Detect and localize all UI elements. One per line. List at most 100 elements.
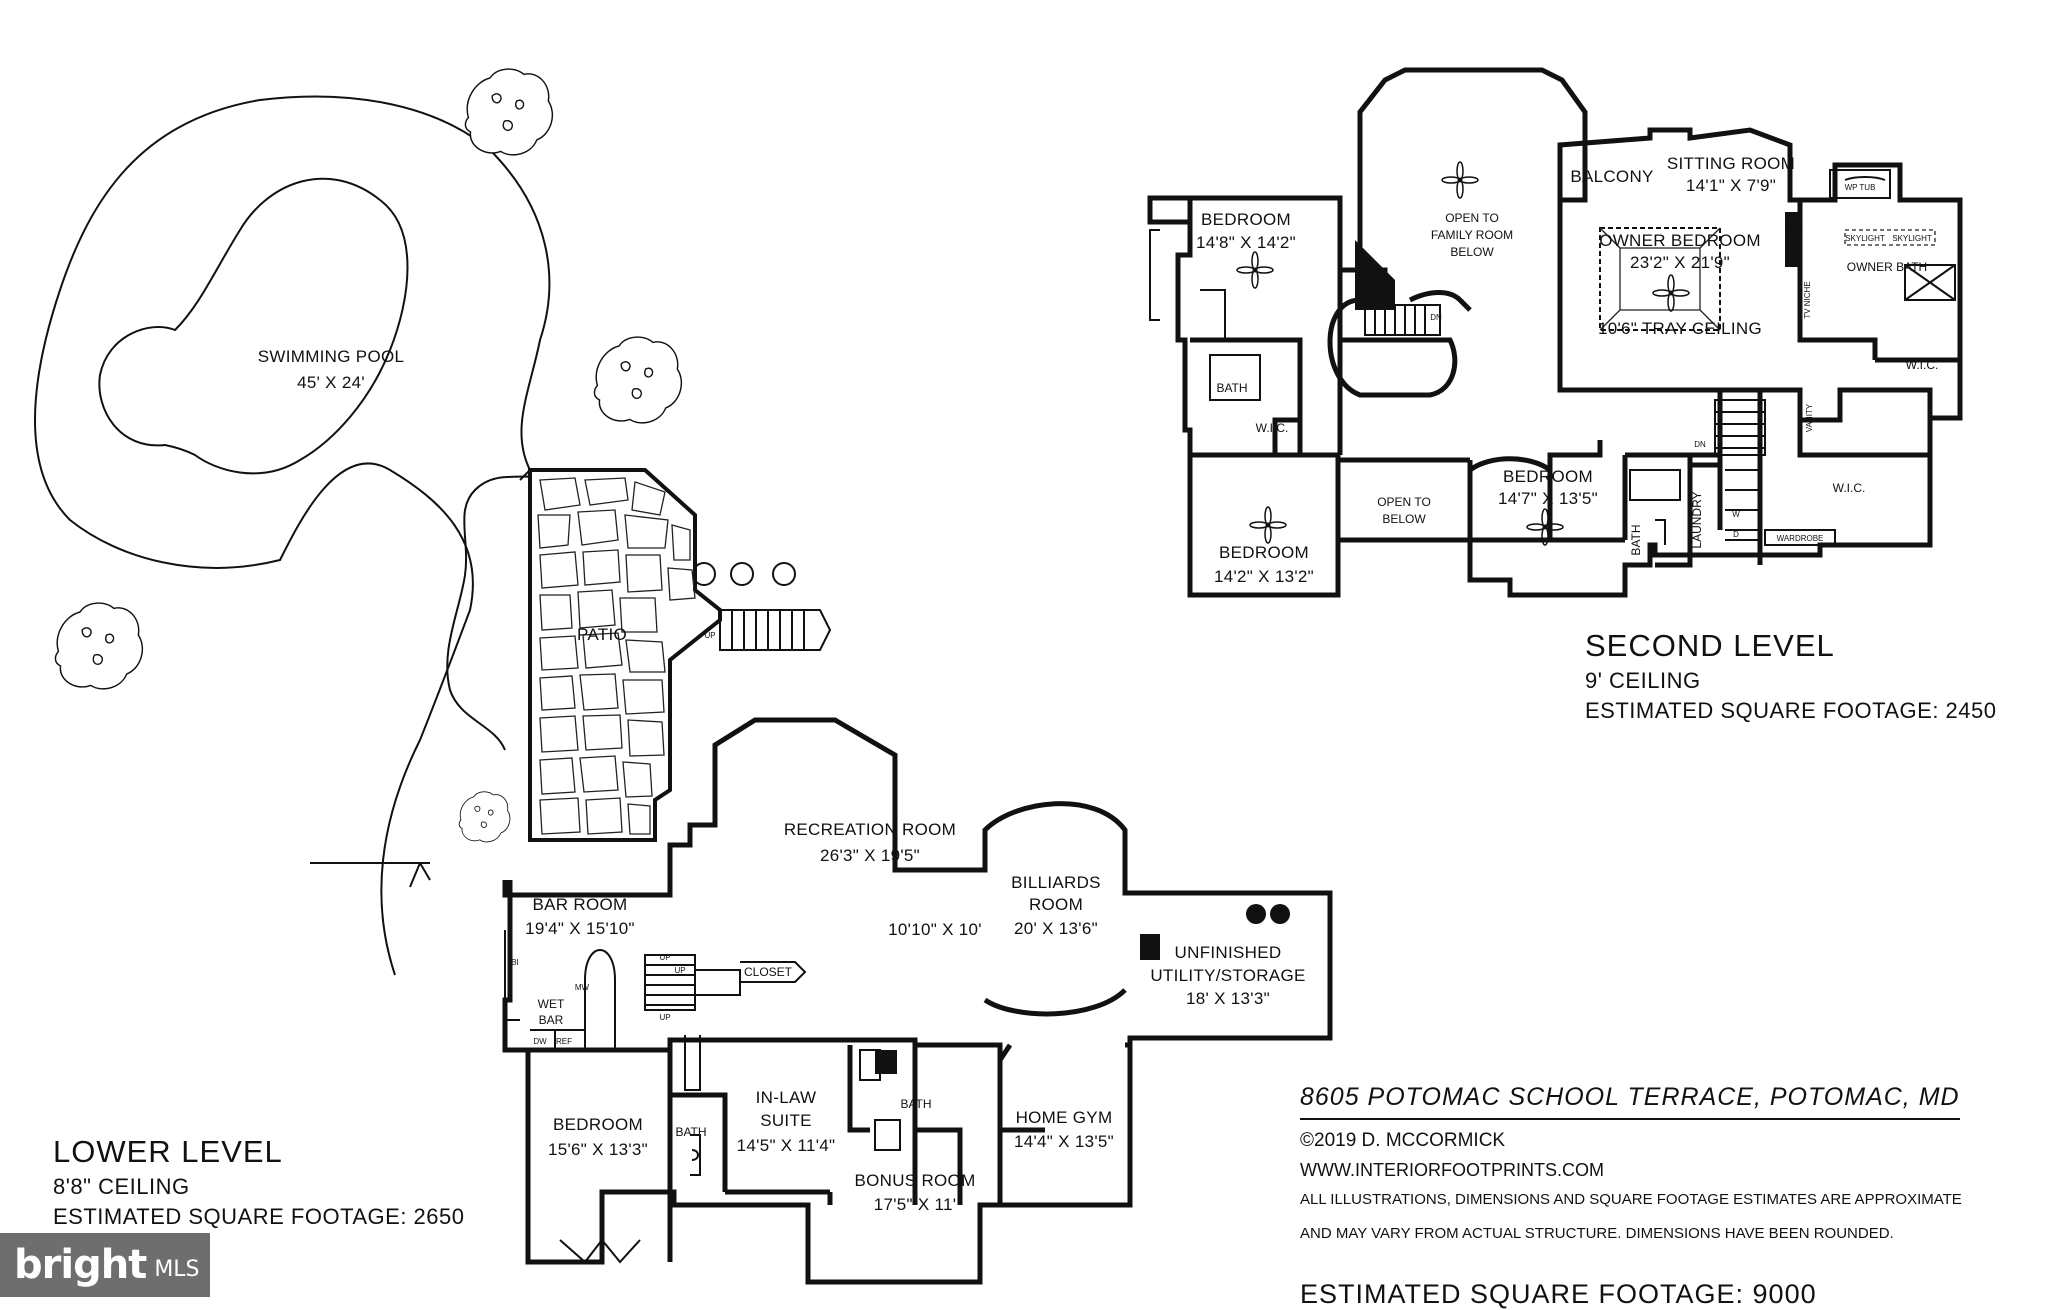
gas-fp-1: GAS — [1786, 223, 1803, 232]
tv-niche: TV NICHE — [1803, 281, 1812, 318]
balcony-label: BALCONY — [1570, 167, 1653, 186]
mw-label: MW — [575, 983, 590, 992]
unfinished-dim: 18' X 13'3" — [1186, 989, 1270, 1008]
second-level-plan: BEDROOM 14'8" X 14'2" OPEN TO FAMILY ROO… — [1147, 67, 1963, 598]
bedroom-sw-name: BEDROOM — [1219, 543, 1309, 562]
lower-bedroom-dim: 15'6" X 13'3" — [548, 1140, 648, 1159]
total-sqft: ESTIMATED SQUARE FOOTAGE: 9000 — [1300, 1279, 1817, 1309]
lower-level-caption: LOWER LEVEL 8'8" CEILING ESTIMATED SQUAR… — [53, 1134, 465, 1230]
shrub — [730, 562, 754, 586]
rec-room-name: RECREATION ROOM — [784, 820, 956, 839]
pool-deck-outline — [34, 95, 551, 976]
wic-w: W.I.C. — [1256, 421, 1289, 435]
copyright: ©2019 D. MCCORMICK — [1300, 1130, 1506, 1151]
mechanical-unit — [1140, 934, 1160, 960]
pool-name: SWIMMING POOL — [258, 347, 405, 366]
bi-label: BI — [511, 958, 519, 967]
closet-label: CLOSET — [744, 965, 793, 979]
second-exterior-walls — [1147, 67, 1963, 598]
bath-c: BATH — [1629, 524, 1643, 555]
inlaw-name-1: IN-LAW — [756, 1088, 817, 1107]
bar-room-dim: 19'4" X 15'10" — [525, 919, 635, 938]
dn-label-1: DN — [1430, 313, 1442, 322]
inlaw-name-2: SUITE — [760, 1111, 812, 1130]
gas-fp-2: FP — [1789, 234, 1799, 243]
gym-name: HOME GYM — [1016, 1108, 1113, 1127]
bedroom-sw-dim: 14'2" X 13'2" — [1214, 567, 1314, 586]
patio-stairs — [719, 609, 832, 651]
tree-icon — [458, 791, 511, 843]
owner-tray-ceiling: 10'6" TRAY CEILING — [1598, 319, 1762, 338]
wet-bar-2: BAR — [539, 1013, 564, 1027]
dw-label: DW — [533, 1037, 547, 1046]
lower-level-title: LOWER LEVEL — [53, 1134, 283, 1169]
watermark-brand: bright — [14, 1242, 147, 1288]
lower-bath-2: BATH — [900, 1097, 931, 1111]
second-level-ceiling: 9' CEILING — [1585, 668, 1701, 693]
grade-line — [310, 862, 431, 888]
bonus-dim: 17'5" X 11' — [874, 1195, 957, 1214]
open-below-1: OPEN TO — [1377, 495, 1431, 509]
mechanical-tank — [1270, 904, 1290, 924]
wet-bar-1: WET — [538, 997, 565, 1011]
chimney-icon — [1355, 240, 1395, 310]
lower-bath-1: BATH — [675, 1125, 706, 1139]
dryer-label: D — [1733, 530, 1739, 539]
second-level-title: SECOND LEVEL — [1585, 628, 1835, 663]
bonus-name: BONUS ROOM — [854, 1171, 975, 1190]
disclaimer-1: ALL ILLUSTRATIONS, DIMENSIONS AND SQUARE… — [1300, 1191, 1962, 1208]
rec-room-dim: 26'3" X 19'5" — [820, 846, 920, 865]
skylight-2: SKYLIGHT — [1892, 234, 1932, 243]
ceiling-fan-icon — [1652, 274, 1690, 312]
ceiling-fan-icon — [1441, 161, 1479, 199]
patio-walk-outline — [446, 474, 546, 751]
lower-bedroom-name: BEDROOM — [553, 1115, 643, 1134]
sitting-room-dim: 14'1" X 7'9" — [1686, 176, 1776, 195]
info-block: 8605 POTOMAC SCHOOL TERRACE, POTOMAC, MD… — [1300, 1083, 2040, 1310]
up-label-2: UP — [674, 966, 685, 975]
disclaimer-2: AND MAY VARY FROM ACTUAL STRUCTURE. DIME… — [1300, 1225, 1894, 1242]
mechanical-unit — [875, 1050, 897, 1074]
washer-label: W — [1732, 510, 1740, 519]
patio: PATIO UP — [528, 468, 832, 842]
billiards-name-2: ROOM — [1029, 895, 1083, 914]
alcove-dim: 10'10" X 10' — [888, 920, 982, 939]
lower-level-sqft: ESTIMATED SQUARE FOOTAGE: 2650 — [53, 1204, 465, 1229]
billiards-name-1: BILLIARDS — [1011, 873, 1101, 892]
laundry-label: LAUNDRY — [1690, 491, 1704, 548]
fireplace-icon — [1785, 212, 1799, 267]
swimming-pool-outline — [98, 177, 409, 475]
billiards-dim: 20' X 13'6" — [1014, 919, 1098, 938]
spiral-stair — [1327, 297, 1458, 398]
ref-label: REF — [556, 1037, 572, 1046]
pool-dim: 45' X 24' — [297, 373, 365, 392]
sitting-room-name: SITTING ROOM — [1667, 154, 1795, 173]
patio-label: PATIO — [577, 625, 627, 644]
website: WWW.INTERIORFOOTPRINTS.COM — [1300, 1160, 1604, 1180]
wp-tub: WP TUB — [1845, 183, 1876, 192]
bar-room-name: BAR ROOM — [533, 895, 628, 914]
vanity-label: VANITY — [1805, 403, 1814, 432]
unfinished-name-2: UTILITY/STORAGE — [1150, 966, 1305, 985]
tree-icon — [593, 336, 683, 424]
open-family-1: OPEN TO — [1445, 211, 1499, 225]
lower-stairs — [644, 954, 807, 1011]
tree-icon — [54, 602, 144, 690]
lower-level-plan: RECREATION ROOM 26'3" X 19'5" BAR ROOM 1… — [502, 717, 1333, 1285]
mls-watermark: bright MLS — [0, 1233, 210, 1297]
bath-w: BATH — [1216, 381, 1247, 395]
wic-owner: W.I.C. — [1906, 358, 1939, 372]
inlaw-dim: 14'5" X 11'4" — [737, 1136, 836, 1155]
wic-big: W.I.C. — [1833, 481, 1866, 495]
skylight-1: SKYLIGHT — [1845, 234, 1885, 243]
property-address: 8605 POTOMAC SCHOOL TERRACE, POTOMAC, MD — [1300, 1083, 1960, 1120]
dn-label-2: DN — [1694, 440, 1706, 449]
bedroom-nw-dim: 14'8" X 14'2" — [1196, 233, 1296, 252]
up-label-1: UP — [659, 953, 670, 962]
owner-bedroom-dim: 23'2" X 21'9" — [1630, 253, 1730, 272]
ceiling-fan-icon — [1236, 251, 1274, 289]
second-level-sqft: ESTIMATED SQUARE FOOTAGE: 2450 — [1585, 698, 1997, 723]
lower-level-ceiling: 8'8" CEILING — [53, 1174, 190, 1199]
unfinished-name-1: UNFINISHED — [1175, 943, 1282, 962]
